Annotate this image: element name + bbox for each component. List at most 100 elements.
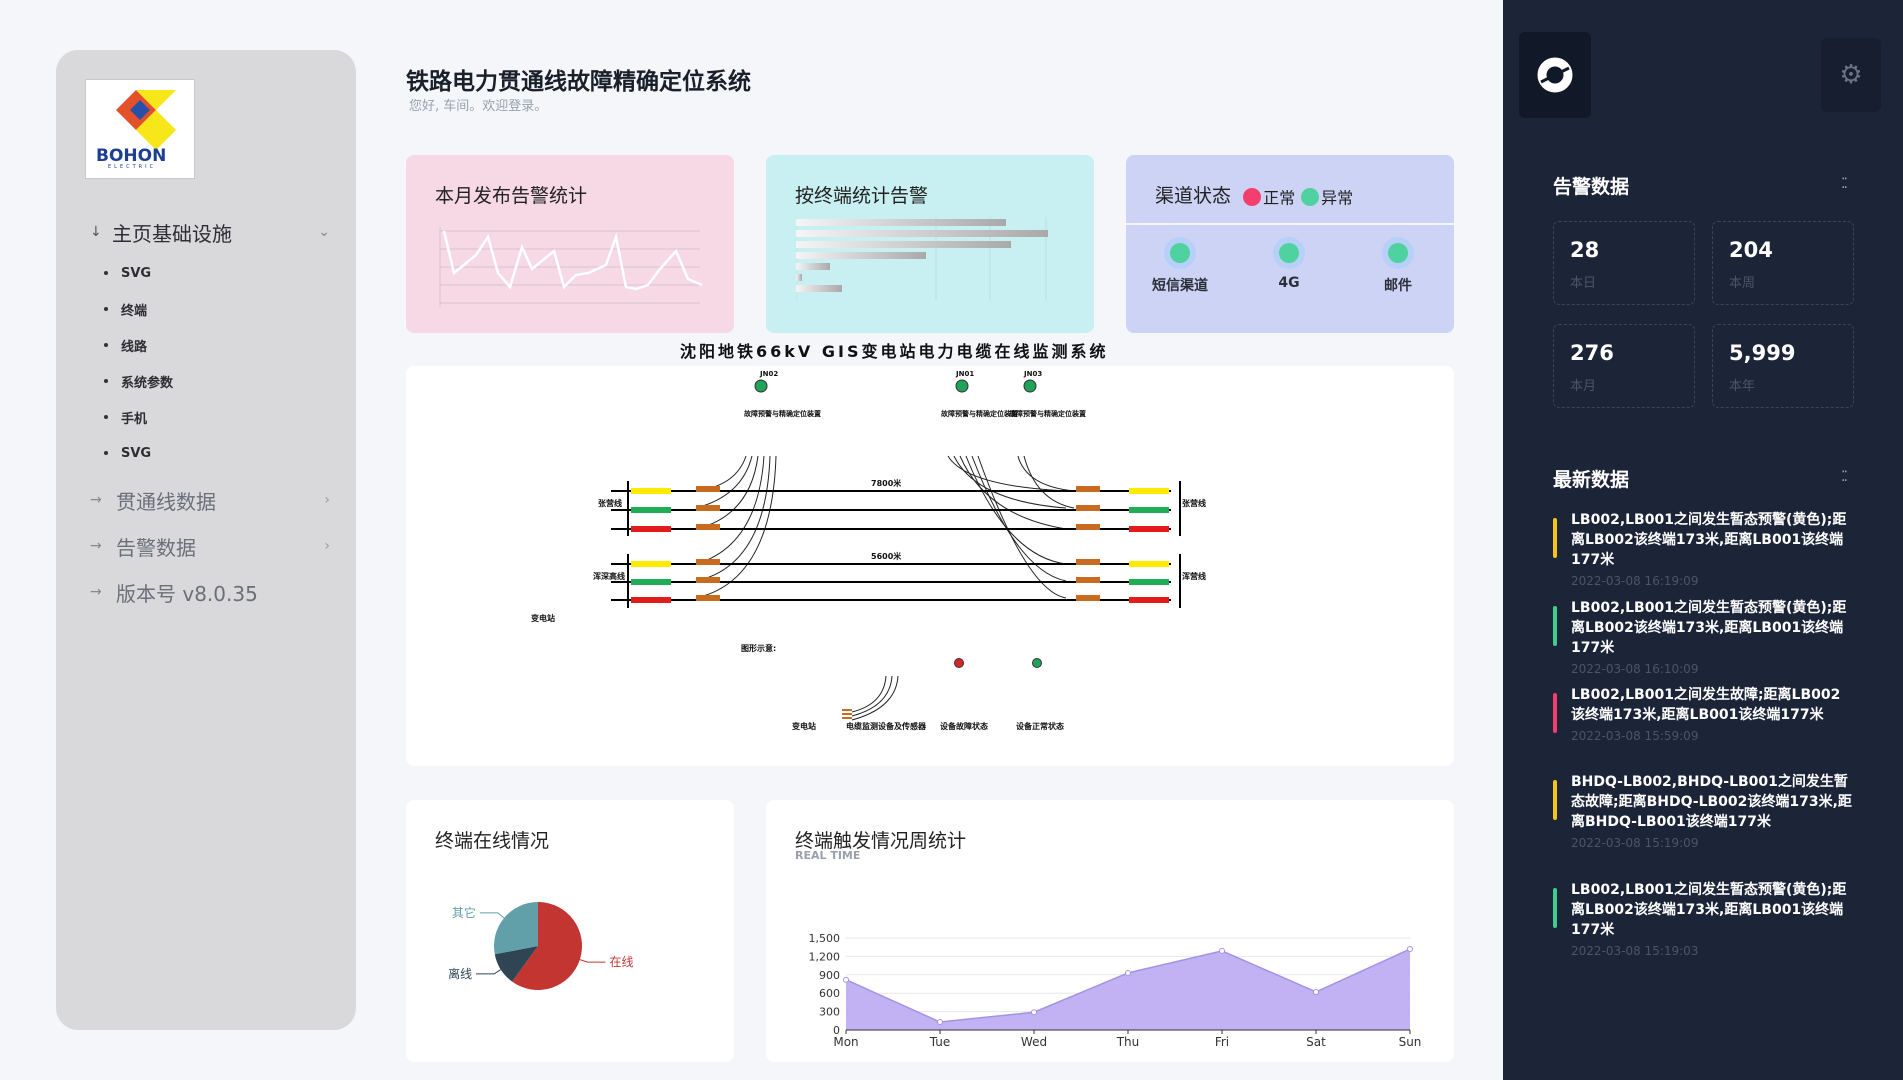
node-label-jn01: JN01 [955,370,974,378]
status-dot-icon [1279,243,1299,263]
news-item[interactable]: LB002,LB001之间发生故障;距离LB002该终端173米,距离LB001… [1553,685,1853,743]
drag-grip-icon[interactable]: ⁚⁚ [1841,176,1848,192]
arrow-right-icon: → [90,538,102,554]
nav-item-svg-2[interactable]: SVG [90,435,330,471]
distance-label: 5600米 [871,551,902,561]
nav-item-system-params[interactable]: 系统参数 [90,363,330,399]
legend-item: 电缆监测设备及传感器 [846,721,927,731]
pie-slice[interactable] [494,946,538,982]
device-status-icon[interactable] [955,379,969,393]
card-title: 终端触发情况周统计 [795,830,967,852]
cable-monitoring-diagram: JN02 JN01 JN03 故障预警与精确定位装置 故障预警与精确定位装置 故… [406,366,1454,766]
channel-sms[interactable]: 短信渠道 [1140,243,1220,295]
data-point[interactable] [937,1019,943,1026]
node-label-jn02: JN02 [759,370,778,378]
x-tick-label: Fri [1215,1035,1229,1049]
data-point[interactable] [1031,1009,1037,1016]
channel-email[interactable]: 邮件 [1358,243,1438,295]
normal-legend-dot-icon [1243,187,1262,206]
severity-bar [1553,518,1557,558]
terminal-alarm-bar-chart [796,217,1048,301]
nav-item-phone[interactable]: 手机 [90,399,330,435]
nav-section-version[interactable]: → 版本号 v8.0.35 [90,581,258,606]
x-tick-label: Tue [929,1035,951,1049]
stat-today: 28 本日 [1553,221,1695,305]
data-point[interactable] [1407,946,1413,953]
x-tick-label: Thu [1116,1035,1140,1049]
settings-gear-icon[interactable]: ⚙ [1821,38,1881,112]
y-tick-label: 600 [819,987,840,1000]
severity-bar [1553,780,1557,820]
latest-data-header: 最新数据 [1553,469,1630,491]
x-tick-label: Sat [1306,1035,1326,1049]
card-subtitle: REAL TIME [795,849,861,862]
alarm-data-header: 告警数据 [1553,176,1630,198]
terminal-online-card: 终端在线情况 在线离线其它 [406,800,734,1062]
news-item[interactable]: LB002,LB001之间发生暂态预警(黄色);距离LB002该终端173米,距… [1553,880,1853,958]
nav-item-terminal[interactable]: 终端 [90,291,330,327]
nav-section-label: 主页基础设施 [112,221,232,246]
pie-slice[interactable] [494,902,538,955]
node-caption: 故障预警与精确定位装置 [941,409,1018,418]
nav-sub-list: SVG 终端 线路 系统参数 手机 SVG [90,255,330,471]
data-point[interactable] [1313,988,1319,995]
y-tick-label: 900 [819,969,840,982]
device-status-icon[interactable] [1023,379,1037,393]
company-logo: BOHON ELECTRIC [85,79,195,179]
channel-4g[interactable]: 4G [1249,243,1329,291]
news-item[interactable]: LB002,LB001之间发生暂态预警(黄色);距离LB002该终端173米,距… [1553,510,1853,588]
monthly-alarm-card: 本月发布告警统计 [406,155,734,333]
pie-slice[interactable] [512,902,582,990]
greeting-text: 您好, 车间。欢迎登录。 [409,99,548,114]
data-point[interactable] [843,976,849,983]
severity-bar [1553,693,1557,733]
card-title: 本月发布告警统计 [435,185,588,207]
chevron-right-icon: › [324,538,330,554]
pie-label: 其它 [452,905,476,920]
divider [1126,223,1454,225]
channel-status-card: 渠道状态 正常 异常 短信渠道 4G 邮件 [1126,155,1454,333]
node-caption: 故障预警与精确定位装置 [1009,409,1086,418]
nav-section-home-infra[interactable]: ↓ 主页基础设施 ⌄ [90,215,330,249]
logo-mark-icon [116,90,176,150]
nav-section-alarm-data[interactable]: → 告警数据 › [90,535,330,560]
right-panel: ⚙ 告警数据 ⁚⁚ 28 本日 204 本周 276 本月 5,999 本年 最… [1503,0,1903,1080]
terminal-alarm-card: 按终端统计告警 [766,155,1094,333]
chevron-down-icon: ⌄ [318,224,330,240]
logo-text: BOHON [96,146,167,166]
node-caption: 故障预警与精确定位装置 [744,409,821,418]
chevron-right-icon: › [324,492,330,508]
data-point[interactable] [1219,947,1225,954]
pie-label-line [579,959,606,963]
y-tick-label: 1,500 [809,932,841,945]
arrow-down-icon: ↓ [90,224,102,240]
line-label: 浑深高线 [593,571,625,581]
news-item[interactable]: LB002,LB001之间发生暂态预警(黄色);距离LB002该终端173米,距… [1553,598,1853,676]
news-item[interactable]: BHDQ-LB002,BHDQ-LB001之间发生暂态故障;距离BHDQ-LB0… [1553,772,1853,850]
legend-item: 设备故障状态 [940,721,988,731]
normal-status-legend-icon [1032,658,1042,668]
device-status-icon[interactable] [754,379,768,393]
stat-year: 5,999 本年 [1712,324,1854,408]
y-tick-label: 0 [833,1024,840,1037]
data-point[interactable] [1125,969,1131,976]
nav-section-line-data[interactable]: → 贯通线数据 › [90,489,330,514]
page-title: 铁路电力贯通线故障精确定位系统 [406,69,751,95]
nav-item-line[interactable]: 线路 [90,327,330,363]
severity-bar [1553,888,1557,928]
nav-item-svg[interactable]: SVG [90,255,330,291]
stat-week: 204 本周 [1712,221,1854,305]
cable-diagram-svg: JN02 JN01 JN03 故障预警与精确定位装置 故障预警与精确定位装置 故… [531,370,1206,731]
drag-grip-icon[interactable]: ⁚⁚ [1841,469,1848,485]
ring-logo-icon [1537,57,1573,93]
abnormal-legend-dot-icon [1301,187,1320,206]
arrow-right-icon: → [90,584,102,600]
legend-item: 变电站 [792,721,816,731]
app-logo [1519,32,1591,118]
severity-bar [1553,606,1557,646]
pie-label-line [476,969,502,975]
arrow-right-icon: → [90,492,102,508]
